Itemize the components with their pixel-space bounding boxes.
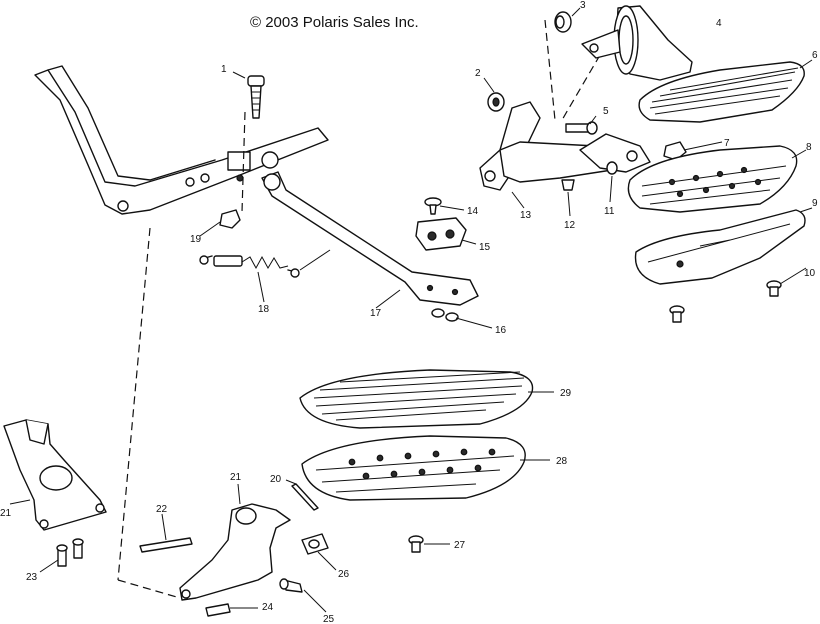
callout-25: 25 bbox=[323, 614, 335, 624]
assembly-guide-line-2 bbox=[117, 579, 181, 599]
callout-6: 6 bbox=[812, 50, 818, 61]
part-5-bolt bbox=[565, 121, 598, 135]
part-15-bumper bbox=[415, 217, 467, 251]
callout-18: 18 bbox=[258, 304, 270, 315]
part-3-spacer bbox=[554, 11, 572, 33]
callout-15: 15 bbox=[479, 242, 491, 253]
assembly-guide-line bbox=[117, 227, 151, 581]
callout-3: 3 bbox=[580, 0, 586, 11]
callout-2: 2 bbox=[475, 68, 481, 79]
bolt-guide-line bbox=[241, 111, 246, 213]
callout-14: 14 bbox=[467, 206, 479, 217]
part-11-washer bbox=[606, 161, 618, 175]
callout-21-left: 21 bbox=[0, 508, 12, 519]
callout-16: 16 bbox=[495, 325, 507, 336]
callout-29: 29 bbox=[560, 388, 572, 399]
part-28-floorboard-pan bbox=[301, 435, 526, 501]
callout-24: 24 bbox=[262, 602, 274, 613]
callout-20: 20 bbox=[270, 474, 282, 485]
part-24-bolt bbox=[205, 603, 231, 617]
callout-22: 22 bbox=[156, 504, 168, 515]
leader-lines bbox=[9, 7, 813, 613]
part-9-floorboard-bracket bbox=[634, 209, 806, 285]
callout-27: 27 bbox=[454, 540, 466, 551]
callout-5: 5 bbox=[603, 106, 609, 117]
callout-23: 23 bbox=[26, 572, 38, 583]
part-2-washer bbox=[487, 92, 505, 112]
callout-13: 13 bbox=[520, 210, 532, 221]
part-12-bolt bbox=[561, 179, 575, 191]
part-6-floorboard-rubber bbox=[638, 61, 805, 123]
part-22-pin bbox=[139, 537, 193, 553]
frame-tube bbox=[34, 65, 329, 215]
part-18-spring bbox=[199, 255, 300, 278]
callout-12: 12 bbox=[564, 220, 576, 231]
part-13-mount-bracket bbox=[479, 101, 651, 191]
callout-19: 19 bbox=[190, 234, 202, 245]
callout-11: 11 bbox=[604, 206, 615, 217]
part-27-bolt bbox=[408, 535, 424, 553]
part-1-bolt bbox=[247, 75, 265, 119]
callout-7: 7 bbox=[724, 138, 730, 149]
part-25-bolt bbox=[279, 578, 303, 593]
horn-guide-line-2 bbox=[561, 54, 601, 121]
part-29-floorboard-rubber bbox=[299, 369, 534, 429]
callout-21-center: 21 bbox=[230, 472, 242, 483]
callout-8: 8 bbox=[806, 142, 812, 153]
callout-1: 1 bbox=[221, 64, 227, 75]
callout-28: 28 bbox=[556, 456, 568, 467]
part-23-bolts bbox=[56, 538, 84, 567]
part-10-bolt bbox=[766, 280, 782, 297]
callout-4: 4 bbox=[716, 18, 722, 29]
part-26-clip bbox=[301, 533, 329, 555]
copyright-notice: © 2003 Polaris Sales Inc. bbox=[250, 14, 419, 31]
part-19-nut bbox=[219, 209, 241, 229]
part-17-kickstand bbox=[261, 171, 479, 306]
callout-10: 10 bbox=[804, 268, 816, 279]
part-21-bracket-left bbox=[3, 419, 107, 531]
part-8-floorboard-pan bbox=[627, 145, 798, 213]
spring-pointer bbox=[299, 249, 331, 271]
part-4-horn bbox=[581, 5, 693, 81]
floorboard-bracket-bolt bbox=[669, 305, 685, 323]
part-20-cotter-pin bbox=[291, 483, 319, 511]
horn-guide-line bbox=[544, 19, 556, 121]
callout-26: 26 bbox=[338, 569, 350, 580]
part-16-washers bbox=[431, 308, 459, 322]
part-21-bracket-center bbox=[179, 503, 291, 601]
callout-9: 9 bbox=[812, 198, 818, 209]
part-14-screw bbox=[424, 197, 442, 215]
callout-17: 17 bbox=[370, 308, 382, 319]
